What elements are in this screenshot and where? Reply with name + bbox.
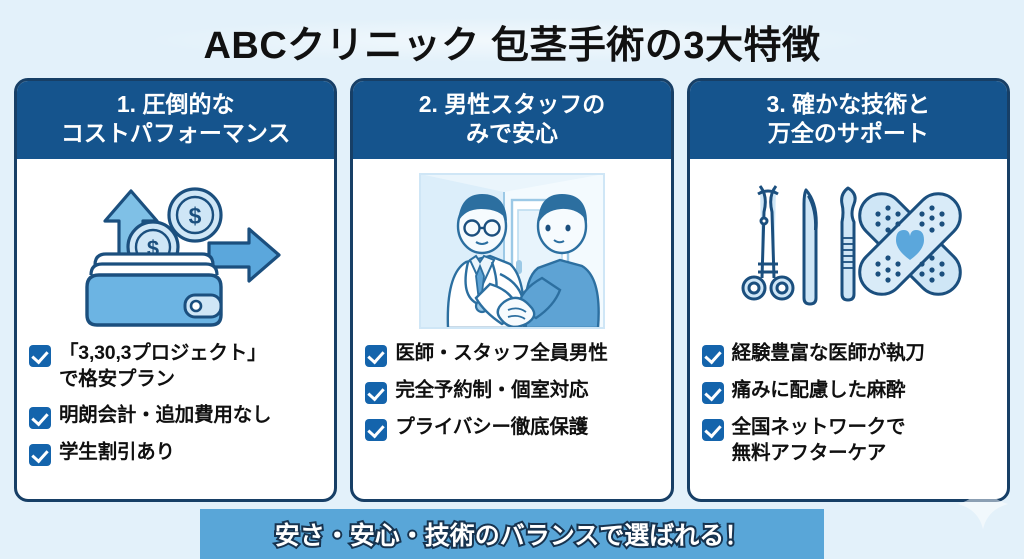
card-3-feature-list: 経験豊富な医師が執刀 痛みに配慮した麻酔 全国ネットワークで 無料アフターケア (690, 337, 1007, 499)
card-3-illustration (690, 159, 1007, 337)
wallet-coins-arrows-icon: $ $ (84, 187, 281, 328)
card-3-header-line-1: 3. 確かな技術と (766, 91, 931, 117)
list-item: 全国ネットワークで 無料アフターケア (701, 415, 995, 466)
summary-banner: 安さ・安心・技術のバランスで選ばれる！ (200, 509, 824, 559)
checkmark-icon (701, 382, 724, 405)
list-item-line: 「3,30,3プロジェクト」 (59, 342, 267, 365)
card-2-header: 2. 男性スタッフの みで安心 (353, 81, 671, 160)
list-item-text: 「3,30,3プロジェクト」 で格安プラン (59, 341, 267, 392)
checkmark-icon (29, 444, 51, 467)
list-item-line: 明朗会計・追加費用なし (59, 404, 272, 427)
checkmark-icon (701, 419, 724, 442)
list-item-text: 完全予約制・個室対応 (395, 378, 588, 403)
list-item-text: 経験豊富な医師が執刀 (732, 341, 925, 366)
card-1-header-line-2: コストパフォーマンス (60, 120, 291, 147)
card-1-header-line-1: 1. 圧倒的な (116, 91, 235, 117)
list-item-line: 経験豊富な医師が執刀 (731, 342, 925, 365)
card-1-header: 1. 圧倒的な コストパフォーマンス (17, 81, 335, 160)
list-item-line: 医師・スタッフ全員男性 (395, 342, 608, 365)
surgical-tools-bandage-icon (741, 185, 963, 306)
list-item: 完全予約制・個室対応 (365, 378, 658, 405)
card-1-feature-list: 「3,30,3プロジェクト」 で格安プラン 明朗会計・追加費用なし 学生割引あり (17, 337, 334, 499)
checkmark-icon (365, 345, 388, 368)
card-2-header-line-2: みで安心 (465, 120, 558, 147)
list-item-text: 全国ネットワークで 無料アフターケア (732, 415, 906, 466)
list-item-line: 全国ネットワークで (731, 416, 906, 439)
feature-card-1: 1. 圧倒的な コストパフォーマンス $ $ (14, 78, 338, 502)
list-item-text: 痛みに配慮した麻酔 (732, 378, 906, 403)
list-item: 痛みに配慮した麻酔 (701, 378, 995, 405)
svg-text:$: $ (188, 203, 201, 229)
summary-banner-text: 安さ・安心・技術のバランスで選ばれる！ (273, 520, 752, 552)
list-item-text: 医師・スタッフ全員男性 (395, 341, 608, 366)
list-item: プライバシー徹底保護 (365, 415, 658, 442)
checkmark-icon (701, 345, 724, 368)
list-item-line: 完全予約制・個室対応 (395, 379, 589, 402)
sparkle-icon (957, 478, 1009, 530)
list-item-line: 無料アフターケア (731, 441, 887, 464)
card-2-illustration (353, 159, 670, 337)
card-3-header: 3. 確かな技術と 万全のサポート (689, 81, 1007, 160)
list-item-text: プライバシー徹底保護 (395, 415, 588, 440)
feature-card-2: 2. 男性スタッフの みで安心 (350, 78, 674, 502)
doctor-patient-handshake-icon (418, 173, 605, 330)
list-item-line: で格安プラン (59, 367, 175, 390)
checkmark-icon (365, 419, 388, 442)
card-3-header-line-2: 万全のサポート (767, 120, 929, 147)
list-item-text: 学生割引あり (59, 440, 175, 465)
list-item: 医師・スタッフ全員男性 (365, 341, 658, 368)
feature-card-3: 3. 確かな技術と 万全のサポート (686, 78, 1010, 502)
list-item-text: 明朗会計・追加費用なし (59, 403, 272, 428)
list-item-line: プライバシー徹底保護 (395, 416, 588, 439)
list-item-line: 痛みに配慮した麻酔 (731, 379, 906, 402)
checkmark-icon (29, 407, 51, 430)
card-1-illustration: $ $ (17, 159, 334, 337)
feature-cards: 1. 圧倒的な コストパフォーマンス $ $ (14, 78, 1010, 502)
checkmark-icon (29, 345, 51, 368)
card-2-header-line-1: 2. 男性スタッフの (418, 91, 606, 117)
list-item: 学生割引あり (29, 440, 322, 467)
list-item: 「3,30,3プロジェクト」 で格安プラン (29, 341, 322, 392)
list-item: 経験豊富な医師が執刀 (701, 341, 995, 368)
checkmark-icon (365, 382, 388, 405)
page-title: ABCクリニック 包茎手術の3大特徴 (203, 25, 821, 67)
card-2-feature-list: 医師・スタッフ全員男性 完全予約制・個室対応 プライバシー徹底保護 (353, 337, 670, 499)
list-item-line: 学生割引あり (59, 441, 175, 464)
list-item: 明朗会計・追加費用なし (29, 403, 322, 430)
